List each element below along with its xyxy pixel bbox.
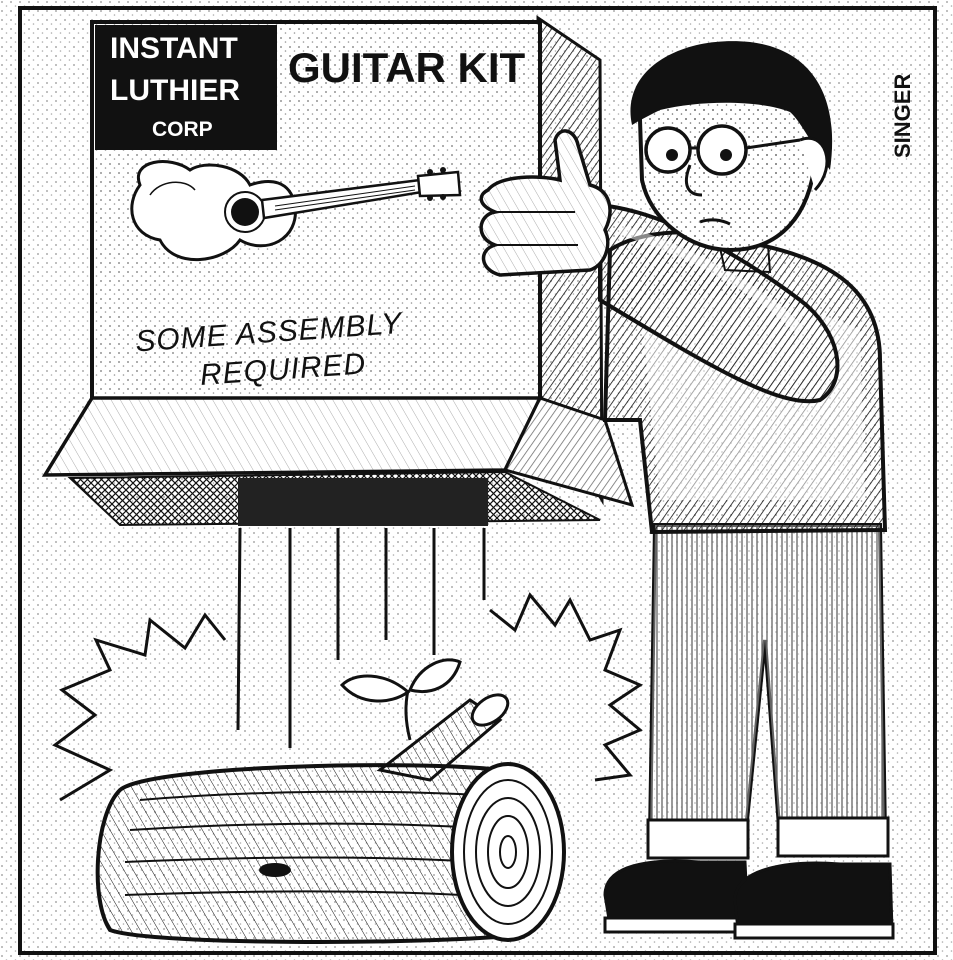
panel-border xyxy=(18,6,937,955)
falling-motion-lines xyxy=(236,527,486,748)
brand-line1: INSTANT xyxy=(110,32,238,65)
brand-line3: CORP xyxy=(152,118,213,141)
sprout-icon xyxy=(339,658,462,741)
product-title: GUITAR KIT xyxy=(288,44,526,91)
brand-line2: LUTHIER xyxy=(110,74,240,107)
impact-burst-icon xyxy=(52,592,644,802)
log-icon xyxy=(95,693,566,944)
brand-label: INSTANT LUTHIER CORP xyxy=(95,25,277,150)
artist-signature: SINGER xyxy=(890,74,915,158)
guitar-icon xyxy=(130,160,462,262)
man-figure xyxy=(479,41,895,940)
